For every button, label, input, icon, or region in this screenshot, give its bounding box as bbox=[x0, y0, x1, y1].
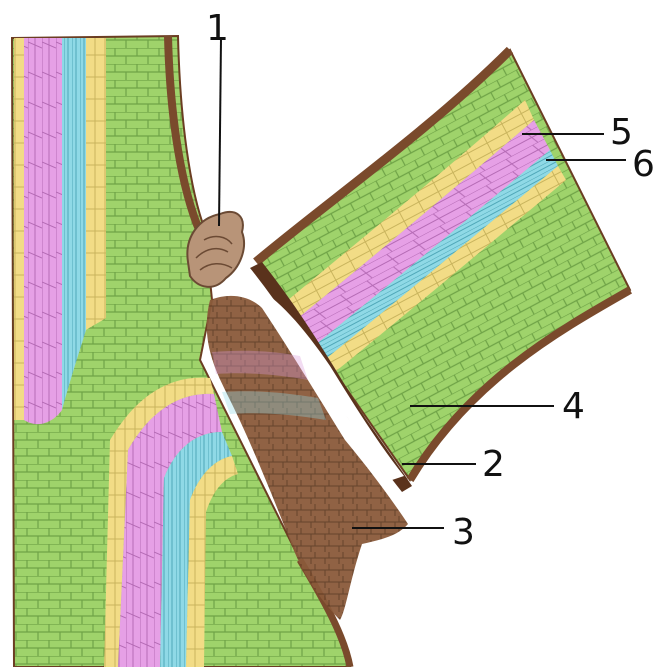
label-6: 6 bbox=[632, 144, 655, 185]
main-stem-yellow-inner bbox=[86, 38, 106, 330]
label-1: 1 bbox=[206, 8, 229, 49]
label-5: 5 bbox=[610, 112, 633, 153]
main-stem-yellow-outer bbox=[14, 38, 24, 420]
label-2: 2 bbox=[482, 444, 505, 485]
main-stem bbox=[12, 36, 350, 667]
label-3: 3 bbox=[452, 512, 475, 553]
leader-line-1 bbox=[219, 38, 221, 226]
label-4: 4 bbox=[562, 386, 585, 427]
main-stem-pink bbox=[24, 38, 62, 424]
